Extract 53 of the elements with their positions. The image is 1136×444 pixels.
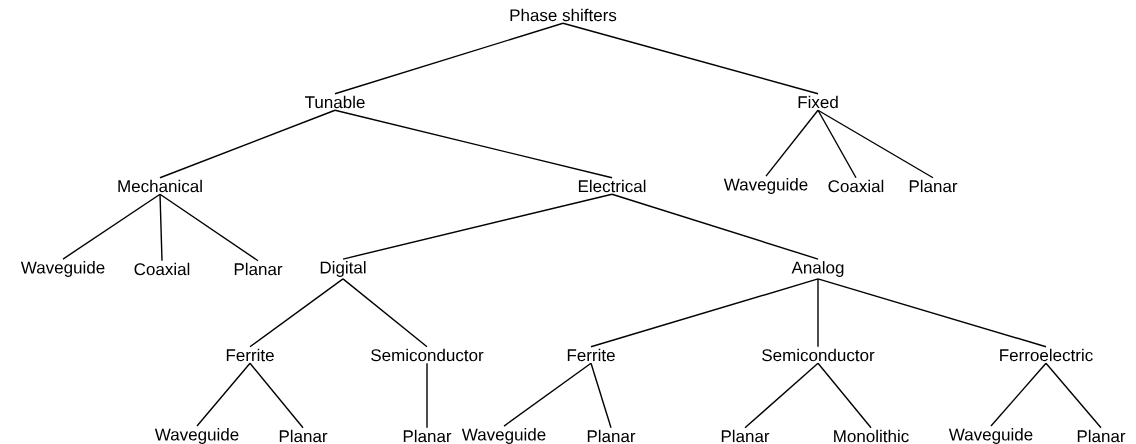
tree-label: Planar xyxy=(1077,429,1126,443)
tree-label: Ferrite xyxy=(226,348,274,362)
tree-line xyxy=(765,109,819,177)
tree-line xyxy=(817,278,819,348)
tree-label: Planar xyxy=(279,429,328,443)
tree-line xyxy=(590,362,612,429)
tree-line xyxy=(342,278,428,348)
tree-label: Fixed xyxy=(798,95,838,109)
tree-label: Waveguide xyxy=(948,428,1033,444)
tree-label: Phase shifters xyxy=(510,8,617,22)
tree-label: Waveguide xyxy=(461,428,546,444)
tree-label: Semiconductor xyxy=(371,348,484,362)
tree-label: Planar xyxy=(234,262,283,276)
tree-label: Mechanical xyxy=(118,179,202,193)
tree-label: Digital xyxy=(320,261,366,277)
tree-line xyxy=(159,193,163,262)
tree-line xyxy=(503,362,592,427)
tree-label: Waveguide xyxy=(20,261,105,277)
tree-line xyxy=(817,362,872,429)
tree-label: Planar xyxy=(403,429,452,443)
tree-label: Monolithic xyxy=(834,429,909,443)
tree-line xyxy=(342,193,613,260)
tree-label: Electrical xyxy=(578,179,646,193)
tree-line xyxy=(196,362,251,427)
tree-label: Analog xyxy=(791,261,844,277)
tree-line xyxy=(817,109,934,179)
tree-line xyxy=(611,193,819,260)
tree-line xyxy=(990,362,1047,427)
tree-line xyxy=(159,109,336,179)
tree-line xyxy=(159,193,259,262)
tree-label: Tunable xyxy=(305,95,365,109)
tree-line xyxy=(334,22,564,95)
tree-label: Planar xyxy=(721,429,770,443)
tree-line xyxy=(562,22,819,95)
tree-label: Planar xyxy=(909,179,958,193)
tree-label: Planar xyxy=(587,429,636,443)
tree-line xyxy=(62,193,161,260)
tree-line xyxy=(744,362,819,429)
tree-line xyxy=(426,362,428,429)
tree-label: Coaxial xyxy=(134,262,190,276)
tree-label: Ferroelectric xyxy=(1000,348,1093,362)
tree-line xyxy=(334,109,613,179)
tree-label: Waveguide xyxy=(723,178,808,194)
tree-line xyxy=(1045,362,1102,429)
tree-line xyxy=(817,109,857,179)
tree-line xyxy=(590,278,819,348)
tree-line xyxy=(249,362,304,429)
tree-label: Waveguide xyxy=(154,428,239,444)
tree-line xyxy=(249,278,344,348)
tree-label: Ferrite xyxy=(567,348,615,362)
tree-label: Coaxial xyxy=(828,179,884,193)
tree-line xyxy=(817,278,1047,348)
tree-label: Semiconductor xyxy=(762,348,875,362)
